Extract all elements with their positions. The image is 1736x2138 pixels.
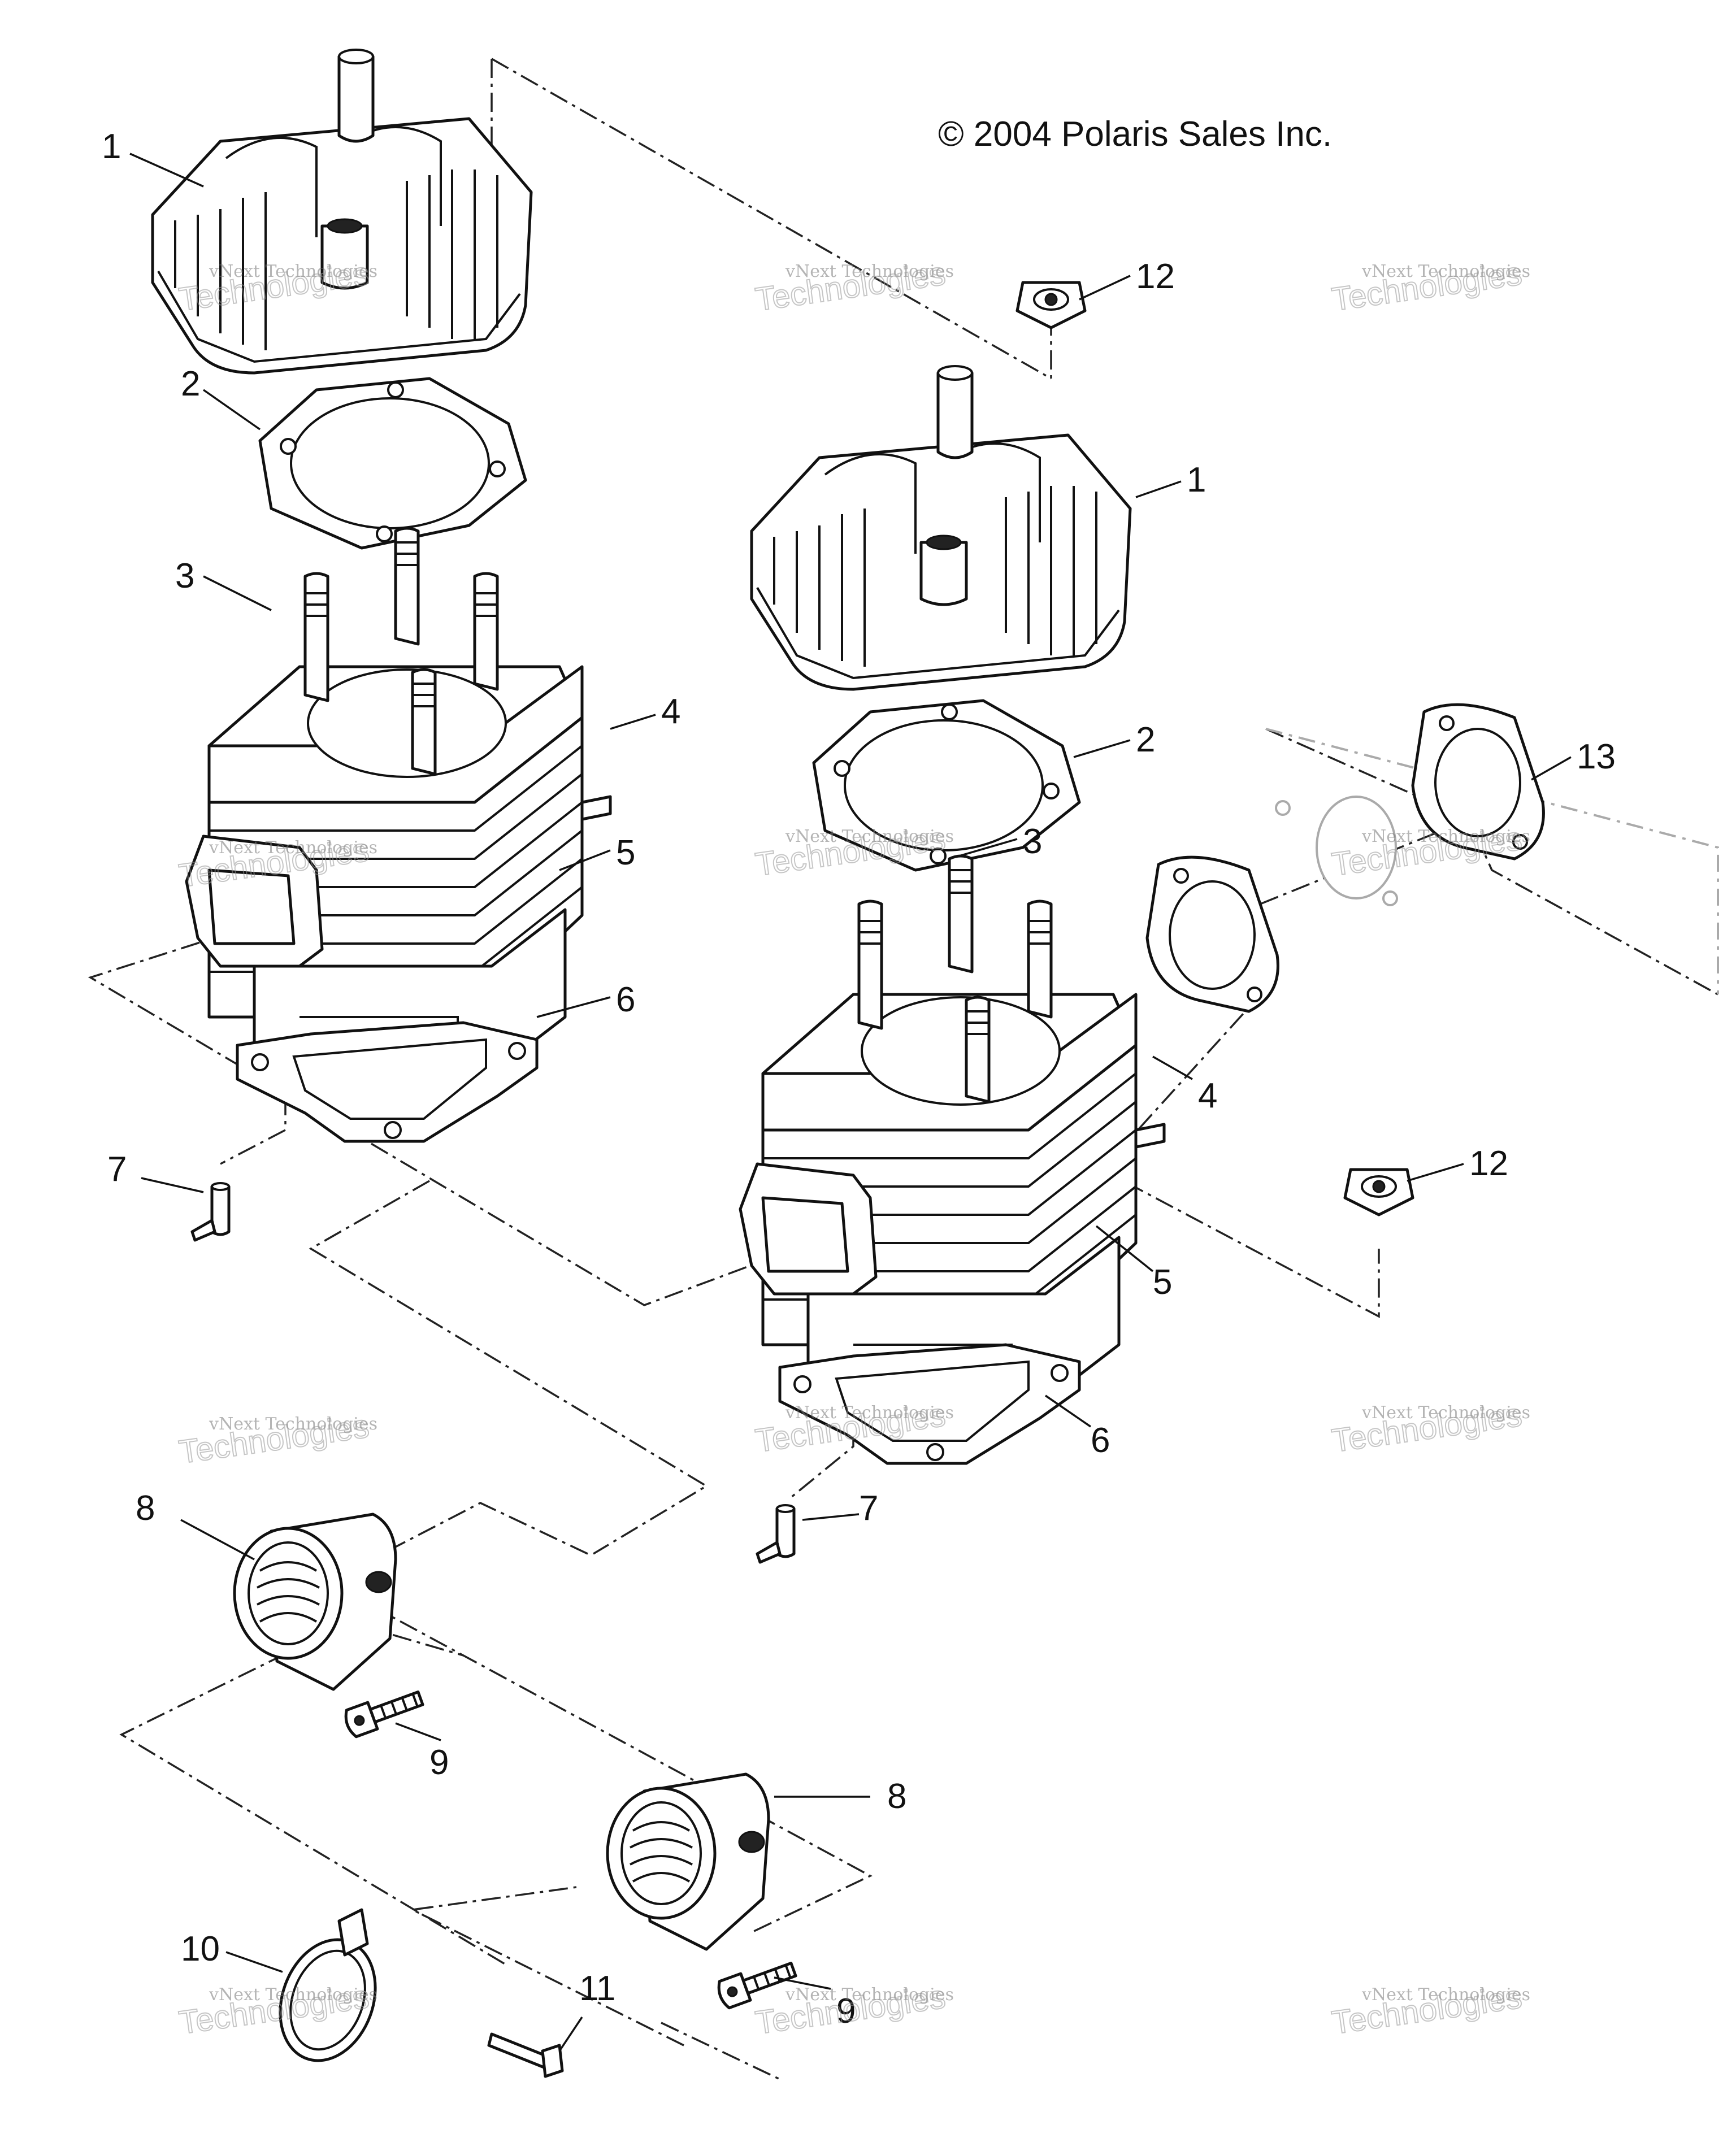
watermark: vNext Technologies bbox=[785, 262, 954, 281]
watermark: vNext Technologies bbox=[1361, 827, 1530, 846]
callout-1-left: 1 bbox=[102, 127, 121, 166]
callout-1-right: 1 bbox=[1187, 460, 1206, 499]
callout-3-left: 3 bbox=[175, 557, 194, 596]
intake-adaptor-lower bbox=[607, 1774, 769, 1949]
copyright-text: © 2004 Polaris Sales Inc. bbox=[938, 115, 1332, 154]
callout-7-left: 7 bbox=[107, 1150, 127, 1189]
watermark: vNext Technologies bbox=[1361, 1985, 1530, 2005]
exhaust-flange-port bbox=[1316, 796, 1397, 899]
head-gasket-left bbox=[260, 379, 526, 548]
exhaust-gasket-4 bbox=[1147, 857, 1278, 1011]
callout-13: 13 bbox=[1577, 737, 1616, 776]
base-gasket-left bbox=[237, 1023, 537, 1141]
exhaust-flange-bolt-hole bbox=[1275, 800, 1291, 816]
flange-nut-top bbox=[1017, 283, 1085, 328]
cylinder-head-right bbox=[752, 366, 1130, 689]
callout-7-right: 7 bbox=[859, 1489, 878, 1528]
watermark: vNext Technologies bbox=[209, 1414, 377, 1434]
callout-2-right: 2 bbox=[1136, 720, 1155, 759]
watermark: vNext Technologies bbox=[209, 262, 377, 281]
callout-5-left: 5 bbox=[616, 833, 635, 872]
callout-8-upper: 8 bbox=[136, 1489, 155, 1528]
watermark: vNext Technologies bbox=[1361, 1403, 1530, 1423]
exhaust-flange-outline bbox=[1265, 728, 1719, 994]
watermark: vNext Technologies bbox=[785, 827, 954, 846]
callout-4-left: 4 bbox=[661, 692, 680, 731]
callout-4-right: 4 bbox=[1198, 1076, 1217, 1115]
watermark: vNext Technologies bbox=[785, 1403, 954, 1423]
hose-clamp bbox=[279, 1908, 377, 2062]
pulse-fitting-right bbox=[757, 1505, 794, 1562]
callout-8-lower: 8 bbox=[887, 1777, 906, 1816]
callout-10: 10 bbox=[181, 1930, 220, 1968]
cylinder-head-left bbox=[153, 50, 531, 373]
cylinder-right bbox=[740, 856, 1164, 1401]
callout-12-side: 12 bbox=[1469, 1144, 1508, 1183]
clamp-screw bbox=[487, 2032, 564, 2078]
watermark: vNext Technologies bbox=[209, 1985, 377, 2005]
leader-lines bbox=[129, 153, 1572, 2052]
callout-5-right: 5 bbox=[1153, 1263, 1172, 1302]
callout-2-left: 2 bbox=[181, 364, 200, 403]
flange-nut-side bbox=[1345, 1170, 1413, 1215]
callout-6-left: 6 bbox=[616, 980, 635, 1019]
callout-6-right: 6 bbox=[1091, 1421, 1110, 1460]
intake-adaptor-upper bbox=[235, 1514, 396, 1689]
watermark: vNext Technologies bbox=[209, 838, 377, 858]
callout-11: 11 bbox=[579, 1969, 615, 2008]
watermark: vNext Technologies bbox=[1361, 262, 1530, 281]
callout-12-top: 12 bbox=[1136, 257, 1175, 296]
watermark: vNext Technologies bbox=[785, 1985, 954, 2005]
callout-9-upper: 9 bbox=[429, 1743, 449, 1782]
cylinder-left bbox=[186, 528, 610, 1074]
callout-3-right: 3 bbox=[1023, 822, 1042, 861]
exhaust-flange-bolt-hole bbox=[1382, 890, 1398, 906]
callout-9-lower: 9 bbox=[836, 1992, 856, 2031]
